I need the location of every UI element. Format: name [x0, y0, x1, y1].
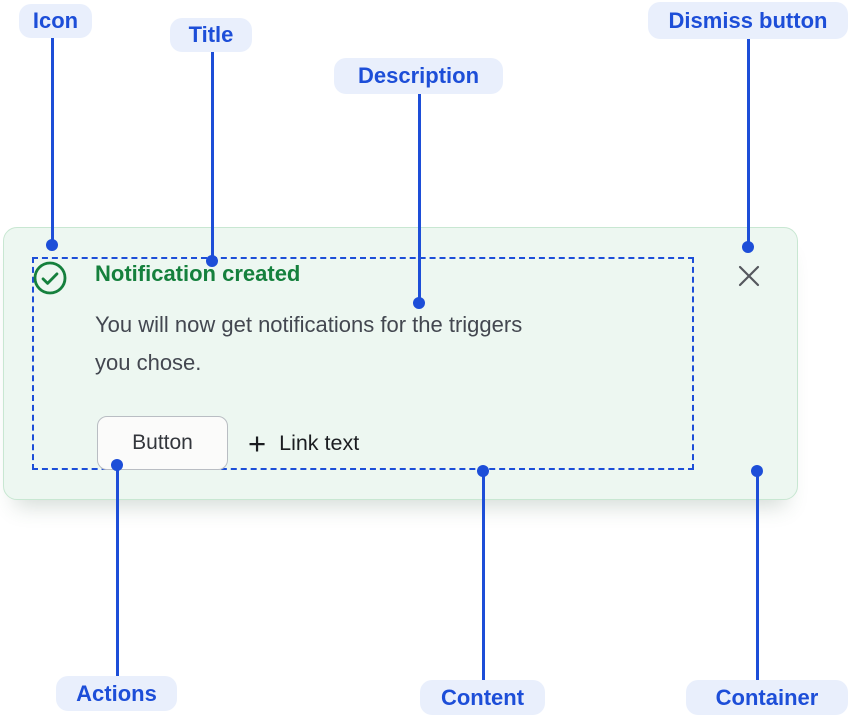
connector-line-content [481, 471, 485, 680]
callout-actions: Actions [56, 676, 177, 711]
description-line-1: You will now get notifications for the t… [95, 312, 523, 337]
plus-icon: + [248, 425, 267, 461]
dismiss-button[interactable] [735, 262, 763, 290]
close-icon [737, 264, 761, 288]
action-link-label: Link text [279, 430, 360, 455]
callout-description: Description [334, 58, 503, 94]
callout-container: Container [686, 680, 848, 715]
connector-line-container [755, 471, 759, 680]
connector-dot-actions [111, 459, 123, 471]
callout-dismiss-button: Dismiss button [648, 2, 848, 39]
connector-line-dismiss [746, 39, 750, 247]
callout-content: Content [420, 680, 545, 715]
check-circle-icon [33, 261, 67, 295]
connector-dot-container [751, 465, 763, 477]
notification-description: You will now get notifications for the t… [95, 306, 522, 382]
connector-line-actions [115, 465, 119, 676]
callout-icon: Icon [19, 4, 92, 38]
connector-dot-dismiss [742, 241, 754, 253]
connector-dot-title [206, 255, 218, 267]
connector-dot-content [477, 465, 489, 477]
content-region-outline [32, 257, 694, 470]
callout-title: Title [170, 18, 252, 52]
connector-line-description [417, 94, 421, 303]
connector-dot-description [413, 297, 425, 309]
connector-line-title [210, 52, 214, 261]
notification-actions: Button + Link text [97, 416, 359, 470]
notification-title: Notification created [95, 261, 301, 286]
connector-dot-icon [46, 239, 58, 251]
description-line-2: you chose. [95, 350, 202, 375]
action-link[interactable]: + Link text [248, 428, 359, 459]
connector-line-icon [50, 38, 54, 245]
